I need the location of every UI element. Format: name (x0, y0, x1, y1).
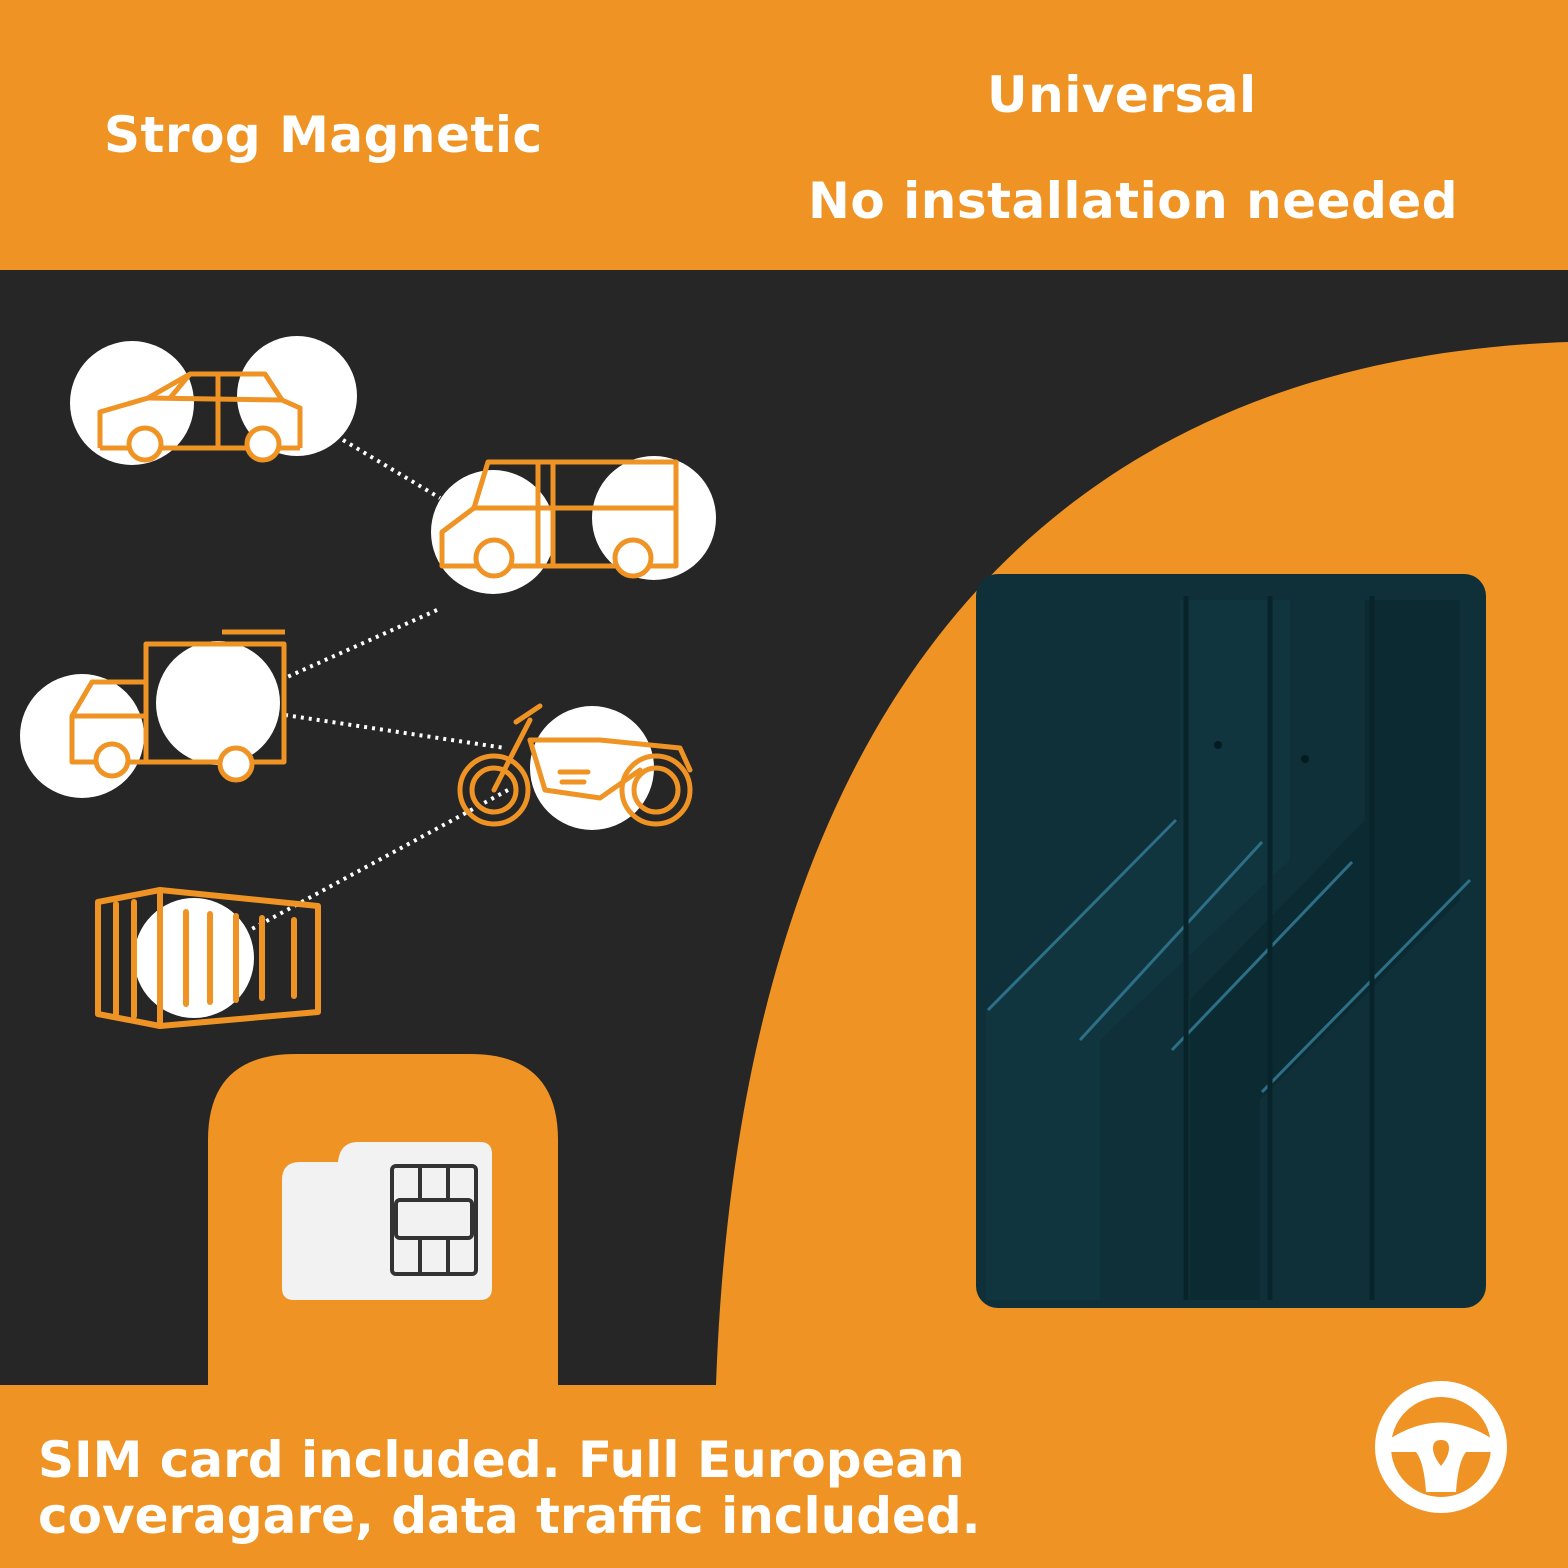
footer-line2: coveragare, data traffic included. (38, 1487, 981, 1545)
motorcycle-icon (457, 703, 693, 830)
footer-band (0, 1385, 1568, 1568)
header-left-text: Strog Magnetic (104, 106, 543, 164)
van-icon (431, 456, 716, 594)
gps-tracker-device (976, 574, 1486, 1308)
container-icon (95, 887, 321, 1029)
footer-line1: SIM card included. Full European (38, 1431, 965, 1489)
sim-card-icon (282, 1142, 492, 1300)
header-band (0, 0, 1568, 270)
footer-caption: SIM card included. Full European coverag… (38, 1432, 981, 1544)
header-right-line2: No installation needed (808, 172, 1459, 230)
header-right-line1: Universal (987, 66, 1257, 124)
truck-icon (20, 629, 287, 798)
car-icon (70, 336, 357, 465)
steering-wheel-location-icon (1375, 1381, 1507, 1513)
dotted-connectors (249, 438, 509, 932)
